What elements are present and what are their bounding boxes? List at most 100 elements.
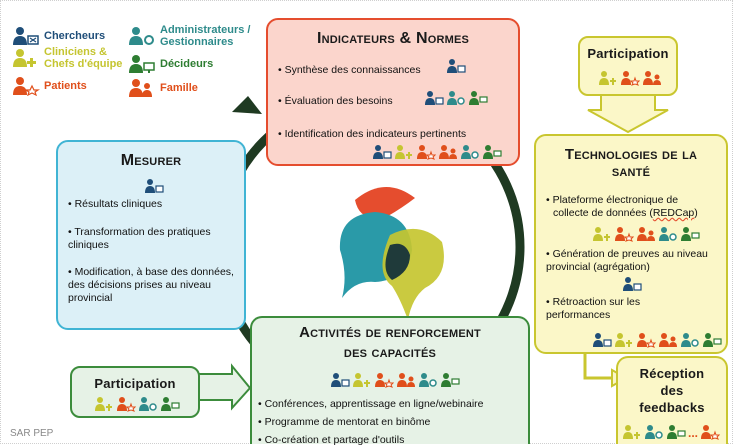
researcher-icon [593,333,612,347]
indicators-box: Indicateurs & Normes • Synthèse des conn… [266,18,520,166]
family-icon [129,79,152,97]
measure-item-3: • Modification, à base des données, des … [68,266,234,304]
participation-top-icons [598,70,662,86]
indicators-item-3: • Identification des indicateurs pertine… [278,128,467,140]
patient-icon [375,373,394,388]
capacity-box: Activités de renforcement des capacités … [250,316,530,446]
legend-researchers-label: Chercheurs [44,30,106,42]
participation-left-icons [94,396,180,412]
clinician-icon [599,71,616,85]
legend-clinicians: Cliniciens & Chefs d'équipe [12,46,122,70]
capacity-item-3: • Co-création et partage d'outils [258,434,405,446]
participation-top-box: Participation [578,36,678,96]
technologies-item-2-icons [622,276,642,292]
admin-icon [681,333,699,347]
technologies-box: Technologies de la santé • Plateforme él… [534,134,728,354]
admin-icon [419,373,437,387]
researcher-icon [425,91,444,105]
legend-deciders-label: Décideurs [160,58,214,70]
legend-admins-text: Administrateurs / Gestionnaires [160,24,250,48]
admin-icon [129,27,154,45]
center-logo [339,186,444,320]
measure-icons [144,178,164,194]
patient-icon [13,77,40,96]
admin-icon [659,227,677,241]
technologies-item-2: • Génération de preuves au niveau provin… [546,248,708,273]
family-icon [643,71,661,85]
technologies-item-1: • Plateforme électronique de collecte de… [546,194,726,220]
capacity-title-1: Activités de renforcement [299,324,481,341]
clinician-icon [395,145,412,159]
decider-icon [681,227,700,241]
legend-family: Famille [128,78,198,98]
participation-left-label: Participation [94,376,176,391]
capacity-title-2: des capacités [343,344,437,361]
clinician-icon [623,425,640,439]
legend-admins-label-1: Administrateurs / [160,24,251,36]
family-icon [397,373,415,387]
legend-deciders: Décideurs [128,54,213,74]
capacity-item-1: • Conférences, apprentissage en ligne/we… [258,398,484,410]
researcher-icon [13,27,39,45]
technologies-item-3-icons [592,332,722,348]
participation-top-label: Participation [587,46,669,61]
feedback-line-1: Réception [639,366,705,381]
legend-researchers: Chercheurs [12,26,105,46]
patient-icon [701,425,721,440]
legend-patients-label: Patients [44,80,87,92]
patient-icon [637,333,656,348]
technologies-item-1b: collecte de données ( [553,207,653,219]
capacity-item-2: • Programme de mentorat en binôme [258,416,431,428]
admin-icon [447,91,465,105]
technologies-item-1c: ) [694,207,698,219]
decider-icon [161,397,180,411]
patient-icon [117,397,136,412]
measure-item-1: • Résultats cliniques [68,198,163,210]
legend-clinicians-label-1: Cliniciens & [44,46,107,58]
researcher-icon [447,59,466,73]
feedback-box: Réception des feedbacks ... [616,356,728,444]
decider-icon [483,145,502,159]
participation-left-box: Participation [70,366,200,418]
indicators-item-2: • Évaluation des besoins [278,95,393,107]
indicators-title: Indicateurs & Normes [316,30,470,47]
legend-admins-label-2: Gestionnaires [160,36,234,48]
indicators-item-3-icons [372,144,502,160]
decider-icon [469,91,488,105]
redcap-link[interactable]: REDCap [652,207,695,219]
legend-clinicians-text: Cliniciens & Chefs d'équipe [44,46,122,70]
decider-icon [667,425,686,439]
legend-family-label: Famille [160,82,198,94]
patient-icon [417,145,436,160]
decider-icon [703,333,722,347]
feedback-line-2: des [660,383,684,398]
measure-title: Mesurer [120,152,182,169]
clinician-icon [353,373,370,387]
legend-patients: Patients [12,76,87,96]
decider-icon [441,373,460,387]
clinician-icon [593,227,610,241]
measure-box: Mesurer • Résultats cliniques • Transfor… [56,140,246,330]
feedback-line-3: feedbacks [639,400,705,415]
legend-clinicians-label-2: Chefs d'équipe [44,58,123,70]
technologies-item-3: • Rétroaction sur les performances [546,296,641,321]
indicators-item-1: • Synthèse des connaissances [278,64,421,76]
admin-icon [645,425,663,439]
admin-icon [139,397,157,411]
measure-item-2: • Transformation des pratiques cliniques [68,226,211,251]
clinician-icon [95,397,112,411]
indicators-item-2-icons [424,90,488,106]
patient-icon [621,71,640,86]
researcher-icon [145,179,164,193]
researcher-icon [623,277,642,291]
technologies-item-1-icons [592,226,700,242]
family-icon [439,145,457,159]
feedback-ellipsis: ... [688,426,699,440]
family-icon [637,227,655,241]
legend-admins: Administrateurs / Gestionnaires [128,24,250,48]
technologies-title-1: Technologies de la [564,146,698,163]
technologies-title-2: santé [611,163,651,180]
patient-icon [615,227,634,242]
indicators-item-1-icons [446,58,466,74]
clinician-icon [13,49,36,67]
